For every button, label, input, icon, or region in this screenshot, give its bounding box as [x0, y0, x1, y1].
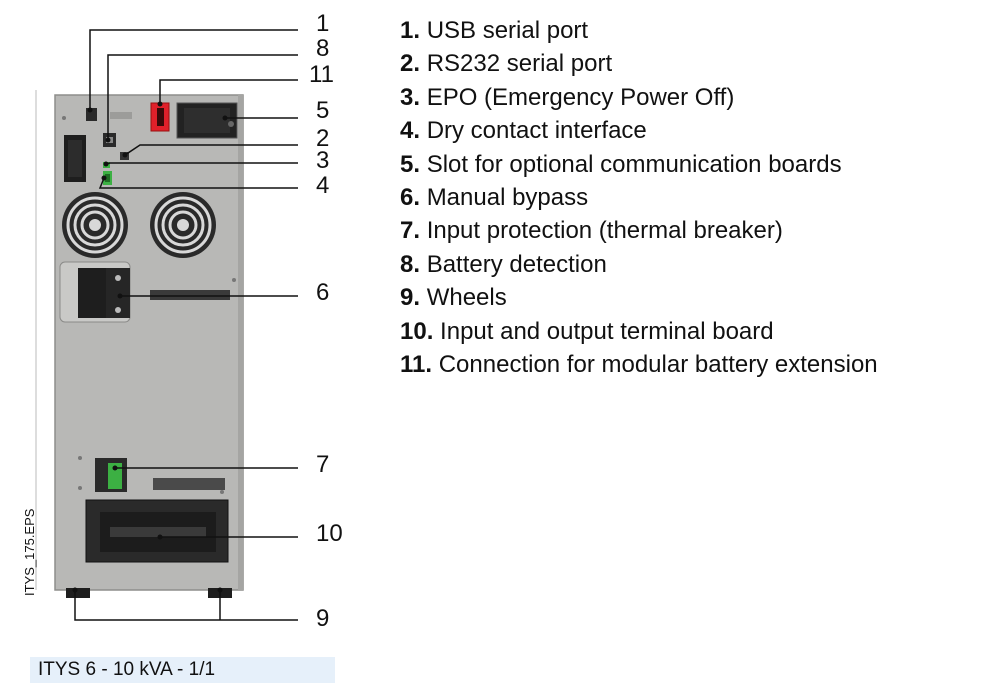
screw-icon	[62, 116, 66, 120]
figure-code: ITYS_175.EPS	[22, 508, 37, 596]
wheel-left	[66, 588, 90, 598]
caption: ITYS 6 - 10 kVA - 1/1	[30, 657, 335, 683]
callout-2: 2	[316, 125, 329, 152]
terminal-board	[85, 499, 229, 563]
vent-grille	[150, 290, 230, 300]
callout-1: 1	[316, 10, 329, 37]
legend-item: 6. Manual bypass	[400, 184, 589, 212]
legend-item: 9. Wheels	[400, 284, 507, 312]
communication-slot	[176, 102, 238, 139]
legend-item: 8. Battery detection	[400, 250, 607, 278]
callout-5: 5	[316, 97, 329, 124]
manual-bypass-switch	[59, 261, 131, 323]
legend-item: 7. Input protection (thermal breaker)	[400, 217, 783, 245]
legend-item: 11. Connection for modular battery exten…	[400, 351, 878, 379]
fan-right-icon	[150, 192, 216, 258]
fan-left-icon	[62, 192, 128, 258]
legend-item: 5. Slot for optional communication board…	[400, 150, 842, 178]
leader-lines	[74, 29, 298, 621]
callout-8: 8	[316, 35, 329, 62]
legend-item: 4. Dry contact interface	[400, 117, 647, 145]
legend-item: 1. USB serial port	[400, 17, 589, 44]
callout-3: 3	[316, 147, 329, 174]
input-socket	[64, 135, 86, 182]
dry-contact-connector	[103, 171, 112, 185]
callout-10: 10	[316, 520, 343, 547]
legend-item: 2. RS232 serial port	[400, 50, 613, 78]
legend-item: 10. Input and output terminal board	[400, 317, 774, 345]
legend-list: 1. USB serial port 2. RS232 serial port …	[400, 14, 990, 381]
thermal-breaker	[95, 458, 127, 492]
callout-7: 7	[316, 451, 329, 478]
callout-9: 9	[316, 605, 329, 632]
callout-11: 11	[309, 61, 334, 88]
label-plate	[110, 112, 132, 119]
battery-extension-connector	[150, 102, 170, 132]
callout-4: 4	[316, 172, 329, 199]
callout-6: 6	[316, 279, 329, 306]
leader-dots	[72, 101, 228, 593]
usb-port	[86, 108, 97, 121]
legend-item: 3. EPO (Emergency Power Off)	[400, 83, 735, 111]
vent-grille-lower	[153, 478, 225, 490]
